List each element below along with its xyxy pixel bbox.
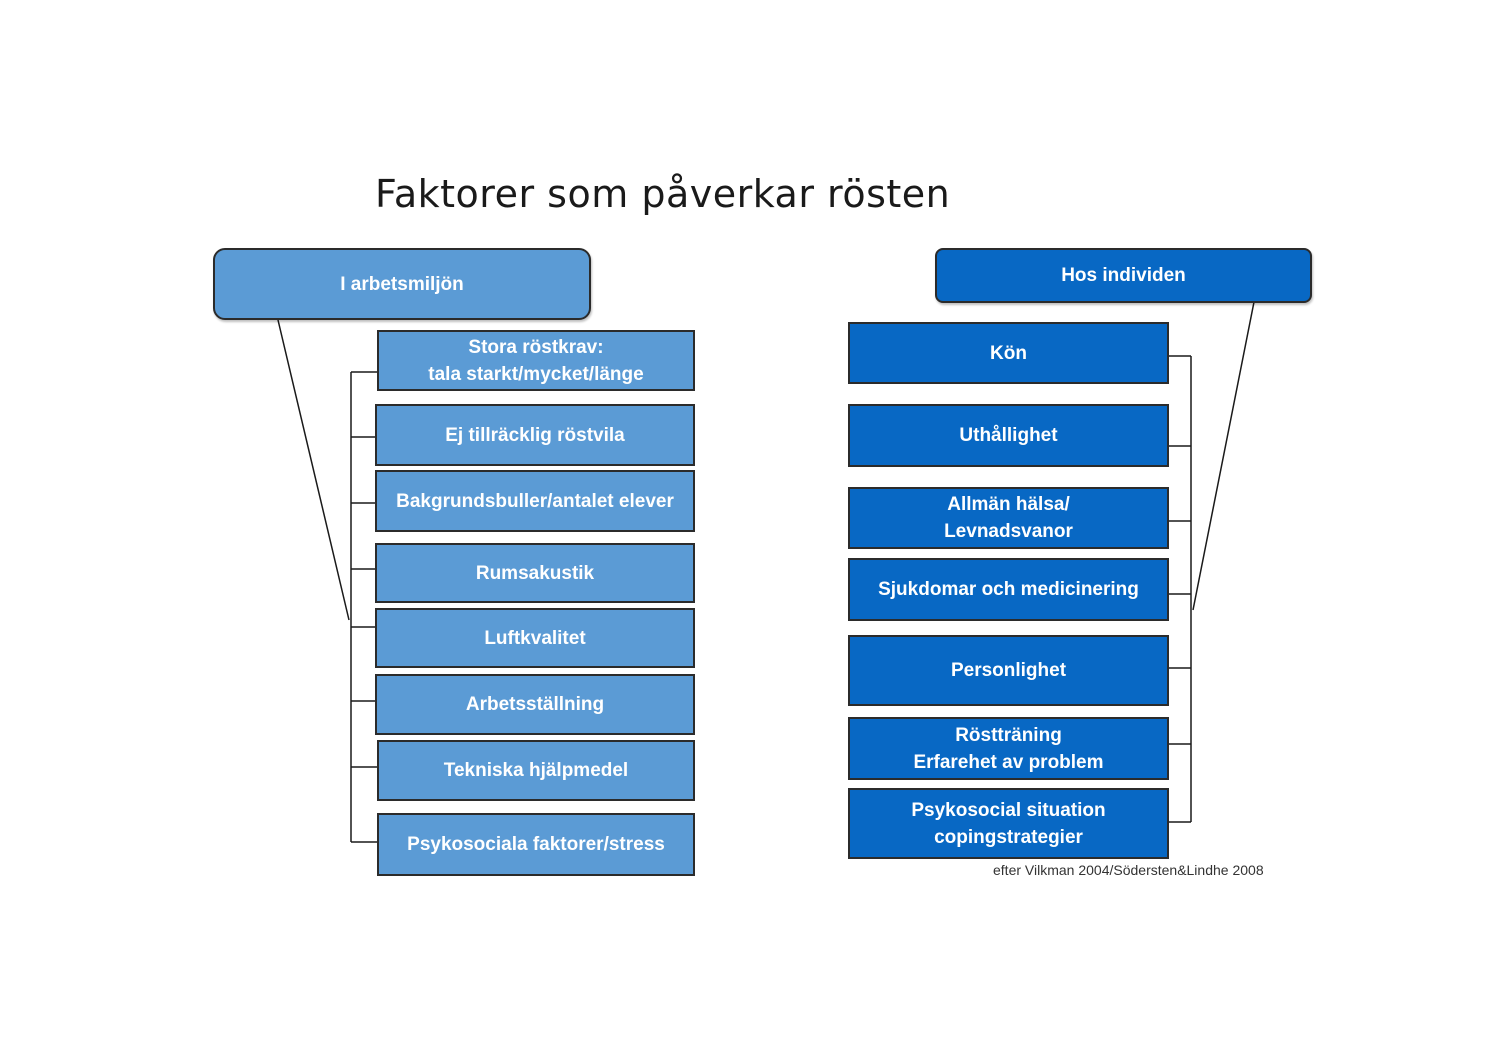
right-item-label: Erfarehet av problem bbox=[913, 751, 1104, 773]
right-item-label: Allmän hälsa/ bbox=[947, 494, 1070, 515]
right-item-psykosocial-situation: Psykosocial situation copingstrategier bbox=[848, 788, 1169, 859]
right-item-label: Kön bbox=[990, 342, 1027, 364]
right-item-label: copingstrategier bbox=[934, 826, 1083, 848]
right-item-label: Psykosocial situation bbox=[911, 799, 1106, 821]
page-title: Faktorer som påverkar rösten bbox=[375, 172, 951, 216]
left-header-label: I arbetsmiljön bbox=[340, 273, 464, 295]
right-item-label: Röstträning bbox=[955, 724, 1062, 746]
right-header: Hos individen bbox=[935, 248, 1312, 303]
right-item-label: Uthållighet bbox=[959, 425, 1058, 446]
left-item-tekniska-hjalpmedel: Tekniska hjälpmedel bbox=[377, 740, 695, 801]
right-item-rosttraning: Röstträning Erfarehet av problem bbox=[848, 717, 1169, 780]
left-item-arbetsstallning: Arbetsställning bbox=[375, 674, 695, 735]
left-header: I arbetsmiljön bbox=[213, 248, 591, 320]
left-item-label: Luftkvalitet bbox=[484, 627, 586, 649]
right-item-kon: Kön bbox=[848, 322, 1169, 384]
left-item-label: Bakgrundsbuller/antalet elever bbox=[396, 490, 674, 512]
left-item-label: Arbetsställning bbox=[465, 694, 605, 715]
right-item-allman-halsa: Allmän hälsa/ Levnadsvanor bbox=[848, 487, 1169, 549]
left-item-label: Psykosociala faktorer/stress bbox=[407, 834, 665, 855]
right-item-label: Sjukdomar och medicinering bbox=[878, 579, 1139, 600]
right-item-sjukdomar: Sjukdomar och medicinering bbox=[848, 558, 1169, 621]
right-item-uthallighet: Uthållighet bbox=[848, 404, 1169, 467]
right-header-label: Hos individen bbox=[1061, 265, 1186, 286]
left-item-label: tala starkt/mycket/länge bbox=[428, 363, 644, 385]
left-item-label: Rumsakustik bbox=[475, 562, 595, 584]
right-item-personlighet: Personlighet bbox=[848, 635, 1169, 706]
left-item-label: Tekniska hjälpmedel bbox=[443, 760, 629, 781]
left-item-bakgrundsbuller: Bakgrundsbuller/antalet elever bbox=[375, 470, 695, 532]
left-item-rumsakustik: Rumsakustik bbox=[375, 543, 695, 603]
left-item-stora-rostkrav: Stora röstkrav: tala starkt/mycket/länge bbox=[377, 330, 695, 391]
left-item-rostvila: Ej tillräcklig röstvila bbox=[375, 404, 695, 466]
left-item-psykosociala-faktorer: Psykosociala faktorer/stress bbox=[377, 813, 695, 876]
right-item-label: Levnadsvanor bbox=[944, 521, 1073, 542]
left-item-luftkvalitet: Luftkvalitet bbox=[375, 608, 695, 668]
left-item-label: Ej tillräcklig röstvila bbox=[445, 424, 625, 446]
left-item-label: Stora röstkrav: bbox=[468, 336, 604, 358]
citation: efter Vilkman 2004/Södersten&Lindhe 2008 bbox=[993, 862, 1264, 878]
right-item-label: Personlighet bbox=[950, 660, 1067, 681]
